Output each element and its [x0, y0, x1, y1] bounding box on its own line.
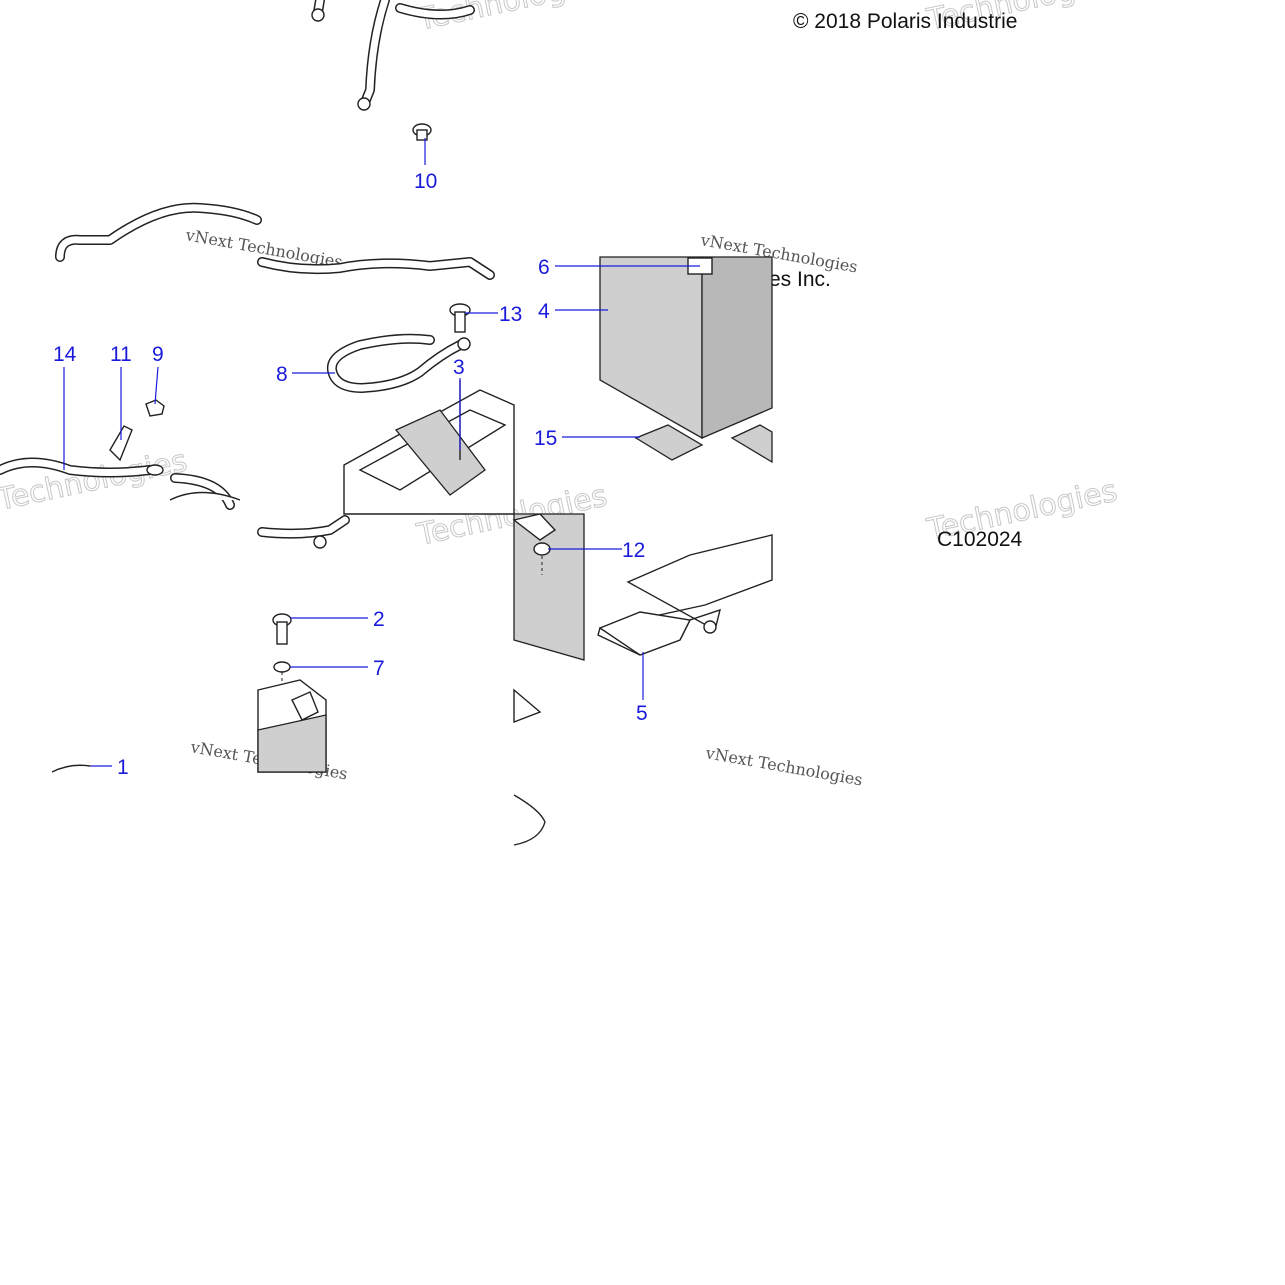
nut-9 — [145, 399, 165, 417]
callout-9: 9 — [152, 343, 164, 366]
cable-14 — [0, 457, 241, 510]
callout-14: 14 — [53, 343, 77, 366]
figure-code: C102024 — [937, 528, 1023, 551]
callout-4: 4 — [538, 300, 550, 323]
bolt-10 — [412, 123, 432, 141]
callout-8: 8 — [276, 363, 288, 386]
copyright-fragment-mid: es Inc. — [769, 268, 831, 291]
lower-cable — [257, 515, 350, 549]
callout-6: 6 — [538, 256, 550, 279]
pad-15 — [634, 424, 773, 464]
battery-3-top — [343, 380, 515, 515]
watermark-vnext-4: vNext Technologies — [703, 743, 864, 789]
callout-3: 3 — [453, 356, 465, 379]
copyright-fragment-top: © 2018 Polaris Industrie — [793, 10, 1017, 33]
callout-2: 2 — [373, 608, 385, 631]
bolt-13 — [449, 303, 471, 333]
callouts: 10 6 4 14 11 9 13 8 3 15 12 2 7 5 1 — [53, 170, 648, 779]
left-cable-upper — [55, 202, 262, 262]
callout-1: 1 — [117, 756, 129, 779]
callout-15: 15 — [534, 427, 557, 450]
watermark-technologies-left: Technologies — [0, 444, 190, 519]
battery-4 — [599, 256, 773, 440]
callout-7: 7 — [373, 657, 385, 680]
stud-11 — [109, 425, 133, 462]
cable-8 — [257, 257, 495, 393]
callout-10: 10 — [414, 170, 437, 193]
callout-12: 12 — [622, 539, 645, 562]
blank-area-bottom — [0, 1030, 1285, 1285]
bolt-2 — [272, 613, 292, 645]
upper-battery-cable — [311, 0, 475, 111]
leaders — [51, 138, 700, 773]
callout-5: 5 — [636, 702, 648, 725]
battery-terminal-lower — [257, 679, 327, 773]
callout-13: 13 — [499, 303, 522, 326]
watermarks: Technologies Technologies vNext Technolo… — [0, 0, 1121, 790]
holder-5 — [597, 534, 773, 656]
callout-11: 11 — [110, 343, 132, 366]
battery-side-lower — [512, 513, 585, 846]
